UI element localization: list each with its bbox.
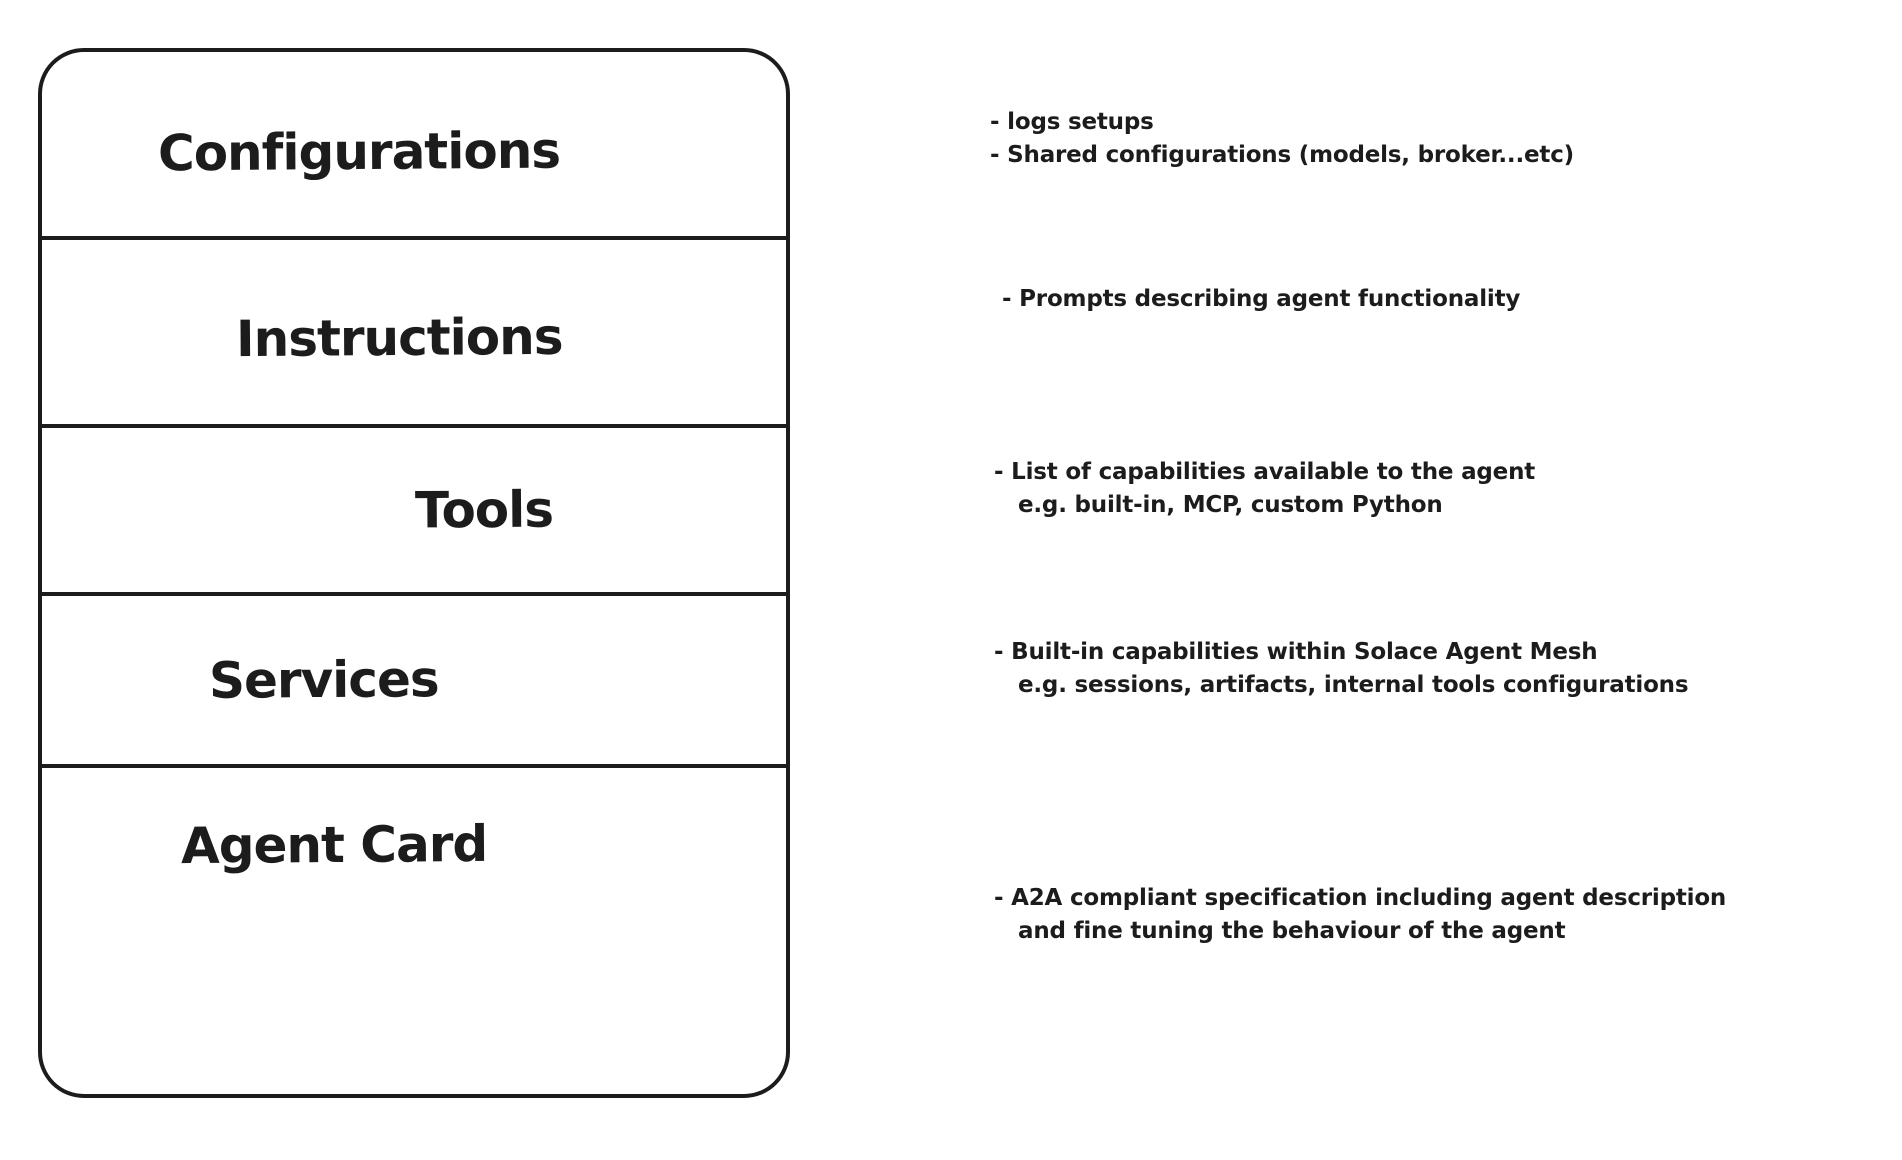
section-services-label: Services	[208, 650, 440, 710]
agent-component-stack: Configurations Instructions Tools Servic…	[38, 48, 790, 1098]
section-tools-label: Tools	[414, 480, 554, 540]
section-services: Services	[42, 592, 786, 764]
note-line: - List of capabilities available to the …	[994, 459, 1536, 485]
section-agent-card-label: Agent Card	[180, 814, 488, 876]
section-instructions-label: Instructions	[235, 307, 563, 369]
note-instructions: - Prompts describing agent functionality	[1002, 283, 1520, 316]
note-line: e.g. sessions, artifacts, internal tools…	[1018, 672, 1689, 698]
section-instructions: Instructions	[42, 236, 786, 424]
note-configurations: - logs setups - Shared configurations (m…	[990, 106, 1574, 172]
note-line: - Prompts describing agent functionality	[1002, 286, 1521, 312]
note-line: - Shared configurations (models, broker.…	[990, 142, 1574, 168]
note-line: e.g. built-in, MCP, custom Python	[1018, 492, 1443, 518]
note-line: - logs setups	[990, 109, 1154, 135]
section-configurations-label: Configurations	[157, 121, 561, 183]
note-line: and fine tuning the behaviour of the age…	[1018, 918, 1566, 944]
note-services: - Built-in capabilities within Solace Ag…	[994, 636, 1689, 702]
note-agent-card: - A2A compliant specification including …	[994, 882, 1726, 948]
section-configurations: Configurations	[42, 52, 786, 236]
note-line: - Built-in capabilities within Solace Ag…	[994, 639, 1598, 665]
note-tools: - List of capabilities available to the …	[994, 456, 1535, 522]
section-agent-card: Agent Card	[42, 764, 786, 1094]
note-line: - A2A compliant specification including …	[994, 885, 1727, 911]
section-tools: Tools	[42, 424, 786, 592]
